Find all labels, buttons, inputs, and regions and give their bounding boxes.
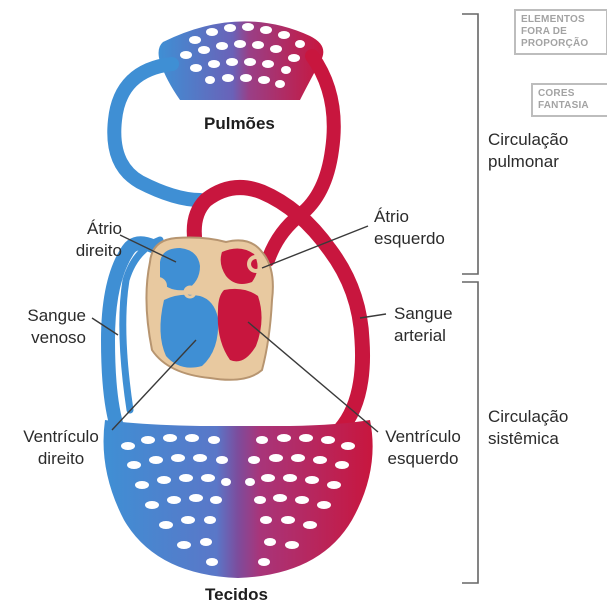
label-line: Átrio <box>374 206 445 228</box>
systemic-circulation-label: Circulação sistêmica <box>488 406 568 450</box>
label-line: venoso <box>4 327 86 349</box>
label-line: direito <box>34 240 122 262</box>
label-line: esquerdo <box>368 448 478 470</box>
tissue-capillary-bed <box>104 420 373 578</box>
label-line: Sangue <box>394 303 453 325</box>
pulmonary-bracket <box>462 14 478 274</box>
arterial-blood-label: Sangue arterial <box>394 303 453 347</box>
badge-line: FANTASIA <box>538 100 603 112</box>
label-line: Ventrículo <box>6 426 116 448</box>
out-of-proportion-badge: ELEMENTOS FORA DE PROPORÇÃO <box>514 9 607 55</box>
pulmonary-circulation-label: Circulação pulmonar <box>488 129 568 173</box>
label-line: Átrio <box>34 218 122 240</box>
heart <box>146 238 272 380</box>
label-line: direito <box>6 448 116 470</box>
tissues-label: Tecidos <box>205 584 268 606</box>
badge-line: FORA DE <box>521 26 601 38</box>
label-line: Ventrículo <box>368 426 478 448</box>
badge-line: PROPORÇÃO <box>521 38 601 50</box>
badge-line: ELEMENTOS <box>521 14 601 26</box>
venous-blood-label: Sangue venoso <box>4 305 86 349</box>
label-line: Circulação <box>488 129 568 151</box>
label-line: arterial <box>394 325 453 347</box>
lung-capillary-bed <box>159 21 324 100</box>
label-line: pulmonar <box>488 151 568 173</box>
label-line: sistêmica <box>488 428 568 450</box>
lungs-label: Pulmões <box>204 113 275 135</box>
badge-line: CORES <box>538 88 603 100</box>
label-line: Circulação <box>488 406 568 428</box>
left-ventricle-label: Ventrículo esquerdo <box>368 426 478 470</box>
right-ventricle-label: Ventrículo direito <box>6 426 116 470</box>
right-atrium-label: Átrio direito <box>34 218 122 262</box>
label-line: Sangue <box>4 305 86 327</box>
label-line: esquerdo <box>374 228 445 250</box>
right-ventricle-chamber <box>160 295 218 368</box>
fantasy-colors-badge: CORES FANTASIA <box>531 83 607 117</box>
left-atrium-label: Átrio esquerdo <box>374 206 445 250</box>
